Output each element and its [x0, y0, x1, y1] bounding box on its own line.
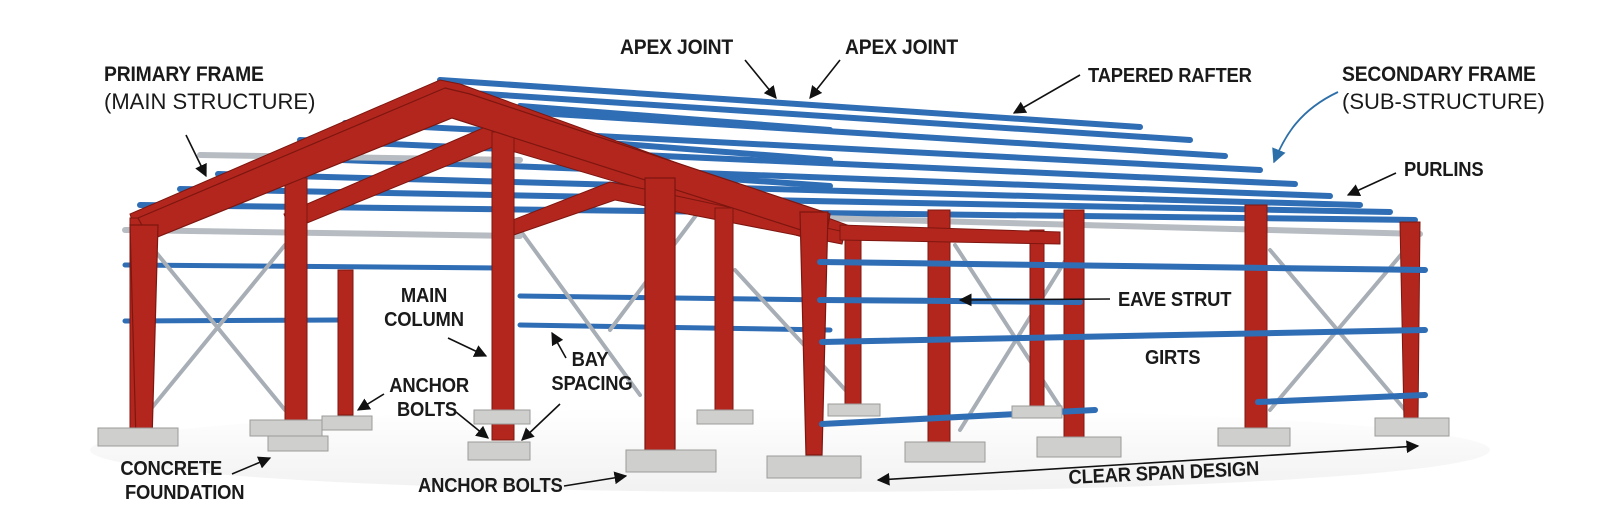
apex-joint-right-label: APEX JOINT: [845, 36, 959, 59]
callout-lines: [185, 59, 1420, 487]
primary-frame-subtitle: (MAIN STRUCTURE): [104, 89, 316, 114]
concrete-foundation-line2: FOUNDATION: [124, 482, 245, 504]
girts-label: GIRTS: [1145, 347, 1201, 369]
primary-frame-title: PRIMARY FRAME: [104, 63, 264, 86]
anchor-bolts-upper-line2: BOLTS: [396, 399, 458, 421]
bay-spacing-label-line2: SPACING: [551, 373, 633, 395]
secondary-frame-callout: [1272, 91, 1339, 164]
tapered-rafter-label: TAPERED RAFTER: [1088, 65, 1252, 87]
main-column-label-line2: COLUMN: [384, 309, 464, 331]
eave-struts: [122, 152, 1423, 239]
purlins-label: PURLINS: [1404, 159, 1484, 181]
anchor-bolts-lower-label: ANCHOR BOLTS: [418, 475, 563, 497]
secondary-frame-subtitle: (SUB-STRUCTURE): [1342, 89, 1545, 114]
eave-strut-label: EAVE STRUT: [1118, 289, 1232, 311]
side-wall-girts: [817, 259, 1428, 427]
end-frame-right: [839, 221, 1421, 421]
main-column-label-line1: MAIN: [400, 285, 448, 307]
apex-joint-left-label: APEX JOINT: [620, 36, 734, 59]
anchor-bolts-upper-line1: ANCHOR: [389, 375, 469, 397]
secondary-frame-title: SECONDARY FRAME: [1342, 63, 1536, 86]
concrete-foundation-line1: CONCRETE: [120, 458, 223, 480]
bay-spacing-label-line1: BAY: [571, 349, 609, 371]
